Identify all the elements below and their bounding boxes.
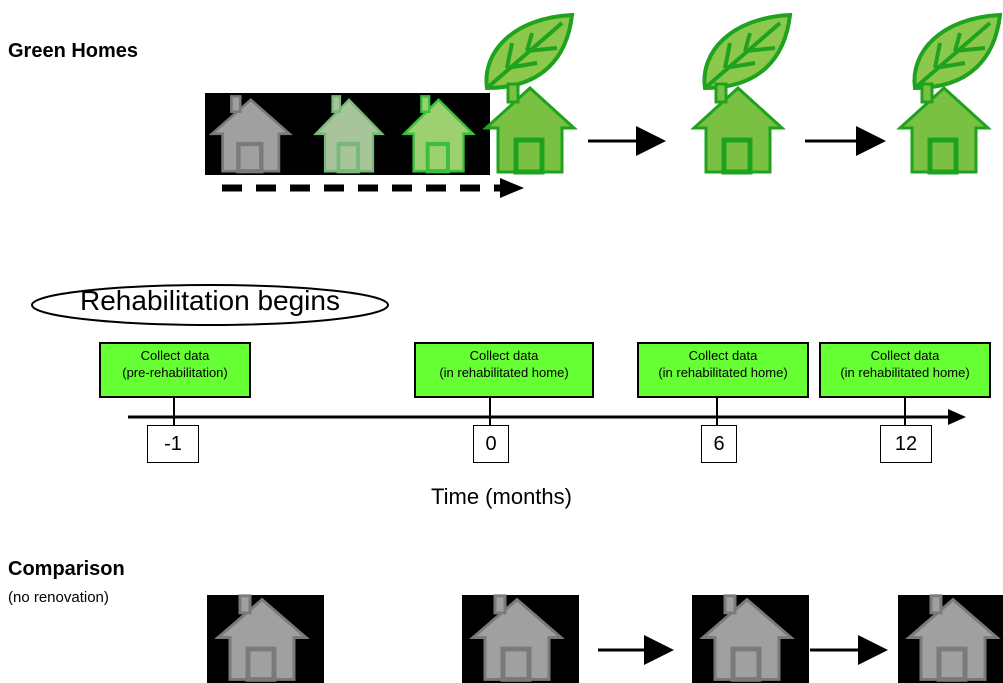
gray-house-icon [898,594,1003,683]
collect-data-box-12: Collect data (in rehabilitated home) [819,342,991,398]
comparison-subtitle: (no renovation) [8,589,109,606]
month-label-6: 6 [701,425,737,463]
collect-data-line1: Collect data [688,348,758,363]
gray-house-icon [210,95,291,174]
green-house-with-leaf-icon [692,13,792,175]
collect-data-box-0: Collect data (in rehabilitated home) [414,342,594,398]
green-homes-title: Green Homes [8,40,139,62]
rehab-ellipse [31,284,389,326]
collect-data-box-6: Collect data (in rehabilitated home) [637,342,809,398]
rehab-begins-label: Rehabilitation begins [80,285,340,316]
comparison-title: Comparison [8,558,125,580]
month-label-12: 12 [880,425,932,463]
collect-data-line1: Collect data [469,348,539,363]
green-house-with-leaf-icon [484,13,576,175]
collect-data-line1: Collect data [140,348,210,363]
gray-house-icon [207,594,324,683]
green-house-with-leaf-icon [898,13,1002,175]
collect-data-line2: (in rehabilitated home) [658,365,788,380]
collect-data-line2: (pre-rehabilitation) [122,365,228,380]
gray-house-icon [462,594,579,683]
fading-house-icon [402,95,475,174]
gray-house-icon [692,594,809,683]
collect-data-box-pre: Collect data (pre-rehabilitation) [99,342,251,398]
month-label-0: 0 [473,425,509,463]
month-label-minus-1: -1 [147,425,199,463]
fading-house-icon [314,95,384,174]
collect-data-line2: (in rehabilitated home) [439,365,569,380]
timeline-arrow-head-icon [948,409,966,425]
dashed-arrow-head-icon [500,178,524,198]
time-axis-label: Time (months) [431,484,572,509]
collect-data-line1: Collect data [870,348,940,363]
collect-data-line2: (in rehabilitated home) [840,365,970,380]
